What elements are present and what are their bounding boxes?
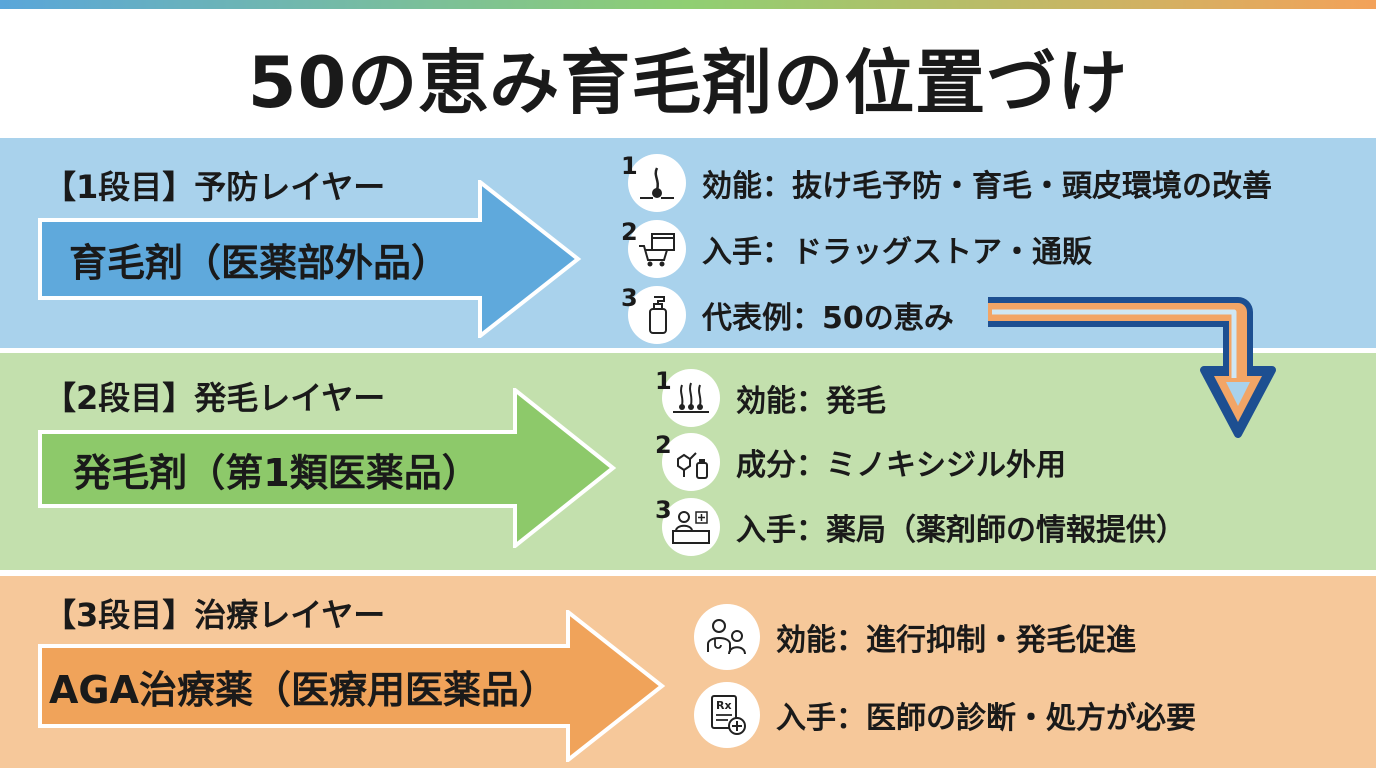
layer-2-heading: 【2段目】発毛レイヤー — [44, 379, 386, 417]
layer-3-item-2: Rx 入手：医師の診断・処方が必要 — [694, 682, 1196, 748]
item-text: 効能：抜け毛予防・育毛・頭皮環境の改善 — [702, 169, 1272, 204]
item-text: 入手：医師の診断・処方が必要 — [776, 701, 1196, 736]
doctor-patient-icon — [694, 604, 760, 670]
layer-1-band: 【1段目】予防レイヤー 育毛剤（医薬部外品） 1 効能：抜け毛予防・育毛・頭皮環… — [0, 138, 1376, 348]
page-title: 50の恵み育毛剤の位置づけ — [247, 41, 1129, 124]
layer-2-arrow: 発毛剤（第1類医薬品） — [38, 388, 618, 548]
layer-3-band: 【3段目】治療レイヤー AGA治療薬（医療用医薬品） 効能：進行抑制・発毛促進 … — [0, 576, 1376, 768]
layer-1-heading: 【1段目】予防レイヤー — [44, 168, 386, 206]
layer-1-item-1: 1 効能：抜け毛予防・育毛・頭皮環境の改善 — [621, 152, 1272, 212]
hair-growth-icon — [662, 369, 720, 427]
layer-2-band: 【2段目】発毛レイヤー 発毛剤（第1類医薬品） 1 効能：発毛 2 成分：ミノキ… — [0, 353, 1376, 570]
layer-2-arrow-label: 発毛剤（第1類医薬品） — [73, 450, 480, 495]
layer-transition-arrow — [976, 296, 1306, 450]
item-number: 2 — [621, 218, 638, 246]
layer-3-arrow: AGA治療薬（医療用医薬品） — [38, 610, 666, 762]
hair-follicle-icon — [628, 154, 686, 212]
layer-2-item-2: 2 成分：ミノキシジル外用 — [655, 431, 1066, 491]
prescription-icon: Rx — [694, 682, 760, 748]
item-number: 1 — [655, 367, 672, 395]
item-text: 効能：発毛 — [736, 384, 886, 419]
pump-bottle-icon — [628, 286, 686, 344]
item-text: 入手：薬局（薬剤師の情報提供） — [736, 513, 1186, 548]
layer-1-item-2: 2 入手：ドラッグストア・通販 — [621, 218, 1092, 278]
layer-2-item-3: 3 入手：薬局（薬剤師の情報提供） — [655, 496, 1186, 556]
store-cart-icon — [628, 220, 686, 278]
layer-1-arrow-label: 育毛剤（医薬部外品） — [68, 240, 449, 285]
item-number: 2 — [655, 431, 672, 459]
item-number: 1 — [621, 152, 638, 180]
layer-3-arrow-label: AGA治療薬（医療用医薬品） — [48, 667, 557, 712]
layer-1-arrow: 育毛剤（医薬部外品） — [38, 180, 583, 338]
item-text: 成分：ミノキシジル外用 — [736, 448, 1066, 483]
item-number: 3 — [621, 284, 638, 312]
item-text: 入手：ドラッグストア・通販 — [702, 235, 1092, 270]
item-number: 3 — [655, 496, 672, 524]
pharmacist-icon — [662, 498, 720, 556]
top-gradient-bar — [0, 0, 1376, 9]
item-text: 効能：進行抑制・発毛促進 — [776, 623, 1136, 658]
layer-3-item-1: 効能：進行抑制・発毛促進 — [694, 604, 1136, 670]
layer-1-item-3: 3 代表例：50の恵み — [621, 284, 954, 344]
item-text: 代表例：50の恵み — [702, 301, 954, 336]
layer-3-heading: 【3段目】治療レイヤー — [44, 596, 386, 634]
layer-2-item-1: 1 効能：発毛 — [655, 367, 886, 427]
molecule-bottle-icon — [662, 433, 720, 491]
svg-text:Rx: Rx — [716, 699, 732, 712]
